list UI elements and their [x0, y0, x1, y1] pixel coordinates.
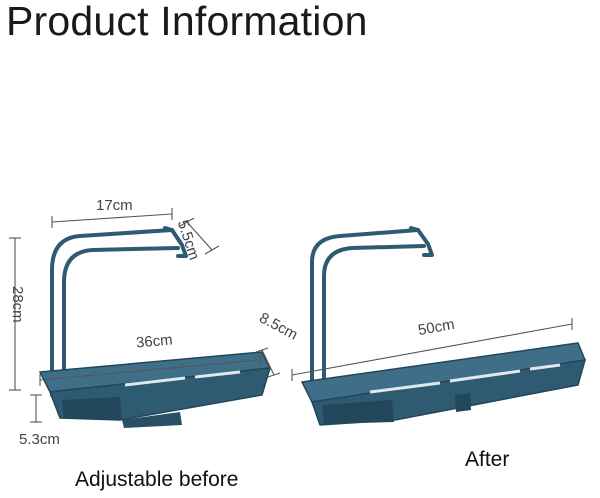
rack-before	[50, 226, 188, 397]
page-title: Product Information	[6, 0, 368, 44]
dim-label-base: 5.3cm	[19, 431, 60, 448]
dim-lines-before	[9, 208, 281, 423]
caption-before: Adjustable before	[75, 468, 239, 491]
basket-after	[300, 342, 587, 426]
dim-lines-after	[291, 318, 573, 381]
basket-before	[38, 351, 272, 428]
dim-label-length-before: 36cm	[135, 331, 174, 352]
caption-after: After	[465, 448, 510, 471]
dim-label-height: 28cm	[9, 286, 26, 323]
dim-label-width-top: 17cm	[96, 197, 133, 214]
rack-after	[310, 226, 434, 390]
